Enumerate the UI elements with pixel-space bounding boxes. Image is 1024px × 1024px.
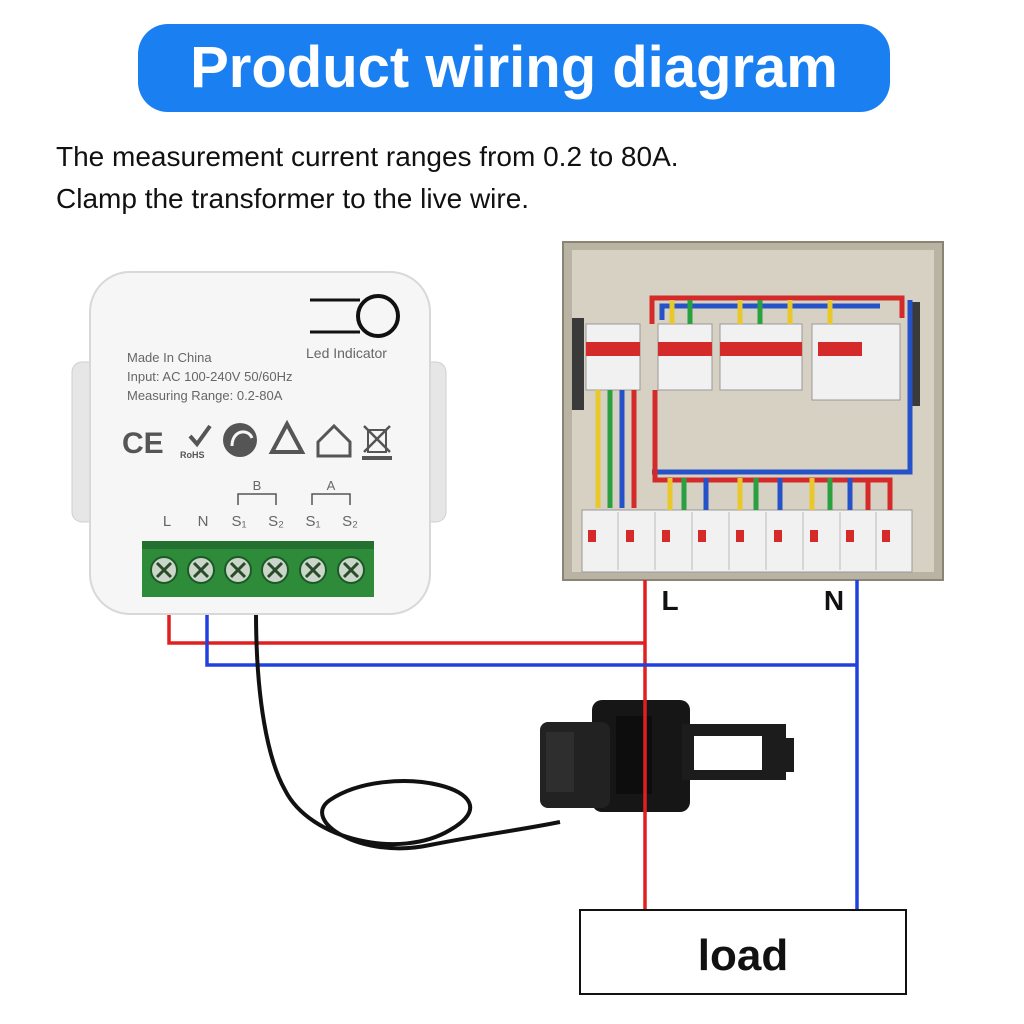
house-icon bbox=[316, 423, 352, 458]
green-dot-icon bbox=[223, 423, 257, 457]
group-b-label: B bbox=[253, 478, 262, 493]
distribution-panel bbox=[562, 241, 944, 581]
terminal-label-b-s2: S₂ bbox=[268, 513, 284, 530]
ct-cable bbox=[254, 611, 561, 851]
panel-live-label: L bbox=[661, 585, 678, 616]
description-line-1: The measurement current ranges from 0.2 … bbox=[56, 141, 679, 172]
led-indicator-label: Led Indicator bbox=[306, 345, 387, 361]
module-neutral-wire bbox=[205, 612, 857, 667]
led-indicator-icon bbox=[310, 298, 360, 334]
terminal-label-n: N bbox=[198, 513, 209, 530]
rohs-check-icon bbox=[188, 424, 212, 448]
terminal-label-a-s1: S₁ bbox=[305, 513, 320, 530]
rohs-label: RoHS bbox=[180, 450, 205, 460]
input-spec-label: Input: AC 100-240V 50/60Hz bbox=[127, 369, 293, 384]
group-a-label: A bbox=[327, 478, 336, 493]
module-live-wire bbox=[167, 612, 645, 645]
recycle-icon bbox=[268, 419, 306, 454]
meter-module bbox=[71, 271, 447, 615]
terminal-label-b-s1: S₁ bbox=[231, 513, 246, 530]
description-line-2: Clamp the transformer to the live wire. bbox=[56, 183, 530, 214]
terminal-block bbox=[142, 541, 374, 597]
load-box bbox=[579, 909, 907, 995]
title-banner: Product wiring diagram bbox=[138, 24, 890, 112]
terminal-label-a-s2: S₂ bbox=[342, 513, 358, 530]
terminal-label-l: L bbox=[163, 513, 171, 530]
certification-icons bbox=[188, 419, 392, 460]
made-in-label: Made In China bbox=[127, 350, 212, 365]
range-spec-label: Measuring Range: 0.2-80A bbox=[127, 388, 283, 403]
load-label: load bbox=[698, 931, 788, 980]
panel-neutral-label: N bbox=[824, 585, 844, 616]
ce-mark-icon: CE bbox=[122, 427, 164, 460]
current-transformer bbox=[540, 700, 794, 812]
